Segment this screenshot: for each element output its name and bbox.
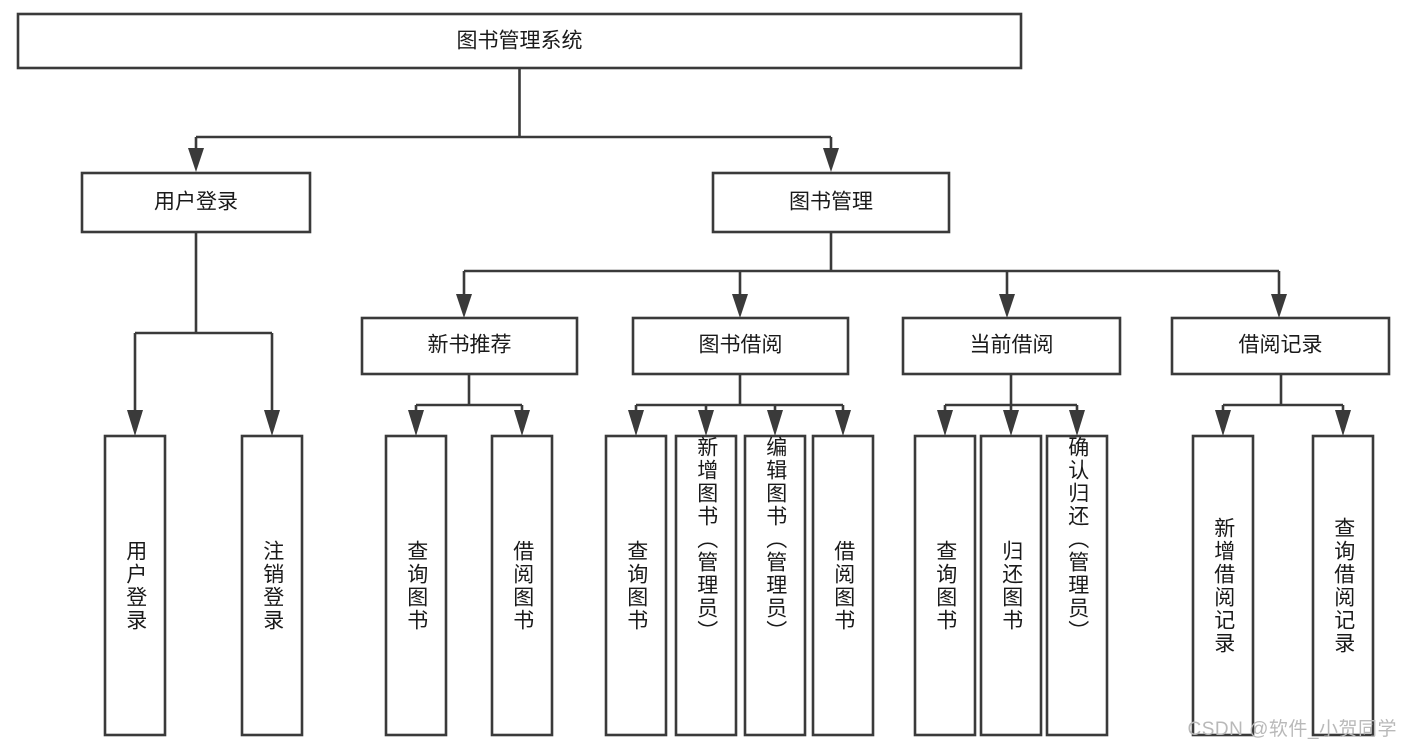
arrow-head-book-manage: [823, 148, 839, 172]
arrow-head-leaf-query-book-1: [408, 410, 424, 436]
arrow-head-leaf-edit-book: [767, 410, 783, 436]
arrow-head-leaf-borrow-book-1: [514, 410, 530, 436]
node-user-login[interactable]: [80, 171, 312, 234]
node-borrow-record-label: 借阅记录: [1239, 334, 1323, 357]
node-layer: 图书管理系统 用户登录 图书管理 新书推荐 图书借阅 当前借阅 借阅记录: [16, 12, 1391, 737]
arrow-head-leaf-query-book-3: [937, 410, 953, 436]
arrow-head-leaf-return-book: [1003, 410, 1019, 436]
arrow-head-leaf-user-login: [127, 410, 143, 436]
arrow-head-leaf-query-record: [1335, 410, 1351, 436]
arrow-head-user-login: [188, 148, 204, 172]
node-leaf-query-book-1[interactable]: [384, 434, 448, 737]
node-leaf-query-record[interactable]: [1311, 434, 1375, 737]
node-leaf-add-book[interactable]: [674, 434, 738, 737]
node-book-borrow-label: 图书借阅: [699, 334, 783, 357]
arrow-head-leaf-logout-login: [264, 410, 280, 436]
node-borrow-record[interactable]: [1170, 316, 1391, 376]
arrow-head-leaf-borrow-book-2: [835, 410, 851, 436]
arrow-head-new-book-recommend: [456, 294, 472, 318]
connector-layer: [127, 68, 1351, 436]
node-new-book-recommend[interactable]: [360, 316, 579, 376]
node-leaf-edit-book[interactable]: [743, 434, 807, 737]
node-leaf-borrow-book-2[interactable]: [811, 434, 875, 737]
node-book-manage[interactable]: [711, 171, 951, 234]
arrow-head-leaf-add-book: [698, 410, 714, 436]
node-current-borrow[interactable]: [901, 316, 1122, 376]
node-current-borrow-label: 当前借阅: [970, 334, 1054, 357]
csdn-watermark: CSDN @软件_小贺同学: [1187, 719, 1397, 740]
arrow-head-borrow-record: [1271, 294, 1287, 318]
node-leaf-borrow-book-1[interactable]: [490, 434, 554, 737]
node-leaf-add-record[interactable]: [1191, 434, 1255, 737]
node-leaf-logout-login[interactable]: [240, 434, 304, 737]
node-leaf-query-book-2[interactable]: [604, 434, 668, 737]
node-leaf-return-book[interactable]: [979, 434, 1043, 737]
arrow-head-book-borrow: [732, 294, 748, 318]
node-root[interactable]: [16, 12, 1023, 70]
node-leaf-query-book-3[interactable]: [913, 434, 977, 737]
node-leaf-user-login[interactable]: [103, 434, 167, 737]
node-leaf-confirm-return[interactable]: [1045, 434, 1109, 737]
arrow-head-current-borrow: [999, 294, 1015, 318]
node-book-manage-label: 图书管理: [789, 191, 873, 214]
node-user-login-label: 用户登录: [154, 191, 238, 214]
node-new-book-recommend-label: 新书推荐: [428, 334, 512, 357]
node-root-label: 图书管理系统: [457, 30, 583, 53]
arrow-head-leaf-confirm-return: [1069, 410, 1085, 436]
arrow-head-leaf-query-book-2: [628, 410, 644, 436]
arrow-head-leaf-add-record: [1215, 410, 1231, 436]
node-book-borrow[interactable]: [631, 316, 850, 376]
